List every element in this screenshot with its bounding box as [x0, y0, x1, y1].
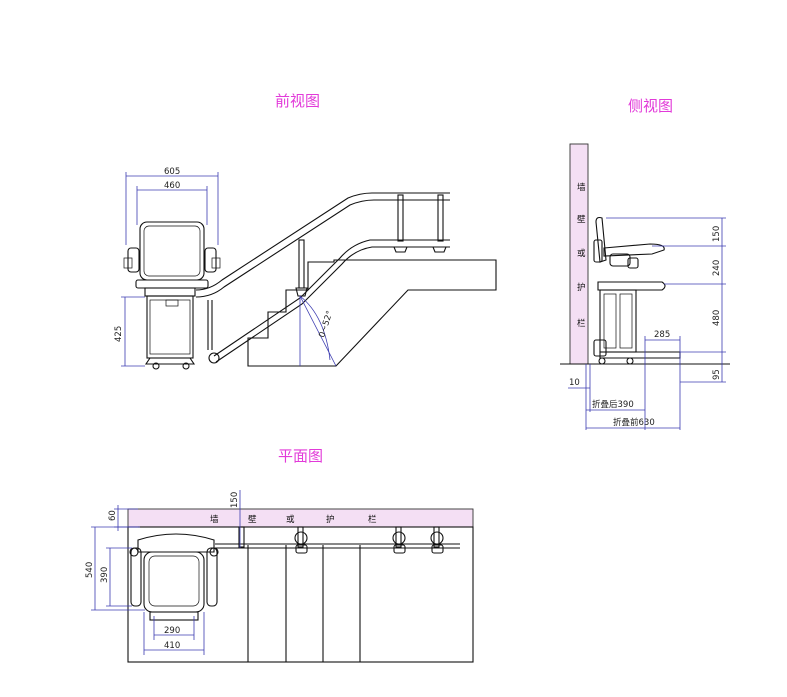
side-wall-char-5: 栏: [577, 318, 586, 329]
side-wall-char-3: 或: [577, 248, 586, 259]
plan-outer-depth-label: 540: [85, 562, 95, 578]
front-view-title: 前视图: [275, 92, 321, 110]
side-arm-height-label: 240: [712, 260, 722, 276]
side-footrest-depth-label: 285: [654, 330, 670, 340]
front-seat-height-label: 425: [114, 326, 124, 342]
side-footrest-depth-dimension: 285: [644, 330, 681, 430]
front-chair: [123, 221, 221, 370]
plan-footrest-width-label: 410: [164, 641, 180, 651]
front-width-dimensions: 605 460: [125, 167, 219, 245]
plan-seat-depth-label: 390: [100, 567, 110, 583]
front-staircase: [247, 259, 497, 367]
side-footrest-height-label: 95: [712, 369, 722, 380]
plan-wall-thickness-label: 60: [108, 510, 118, 521]
plan-wall-char-2: 壁: [248, 514, 257, 525]
front-outer-width-label: 605: [164, 167, 180, 177]
side-wall-char-4: 护: [577, 282, 586, 293]
side-wall-gap-label: 10: [569, 378, 580, 388]
side-bottom-dimensions: 10 折叠后390 折叠前630: [568, 364, 680, 430]
side-view-title: 侧视图: [628, 97, 674, 115]
plan-wall-char-4: 护: [326, 514, 335, 525]
side-unfolded-width-label: 折叠前630: [613, 417, 655, 428]
front-slope-label: 0~52°: [317, 310, 335, 339]
plan-chair: [129, 533, 219, 621]
plan-dimensions: 60 150 540 390 290 410: [85, 490, 241, 655]
side-folded-width-label: 折叠后390: [592, 399, 634, 410]
front-rail: [195, 192, 450, 364]
plan-wall: [127, 508, 474, 528]
front-slope-dimension: 0~52°: [299, 295, 337, 367]
plan-wall-char-1: 墙: [210, 514, 219, 525]
front-inner-width-label: 460: [164, 181, 180, 191]
side-right-dimensions: 150 240 480 95: [606, 217, 726, 383]
side-chair: [593, 216, 681, 365]
plan-rail-offset-label: 150: [230, 492, 240, 508]
side-seat-height-label: 480: [712, 310, 722, 326]
plan-wall-char-5: 栏: [368, 514, 377, 525]
side-wall-char-1: 墙: [577, 182, 586, 193]
plan-rail: [215, 526, 460, 554]
front-seat-height-dimension: 425: [114, 296, 145, 367]
plan-seat-width-label: 290: [164, 626, 180, 636]
side-back-height-label: 150: [712, 226, 722, 242]
plan-view-title: 平面图: [278, 447, 324, 465]
plan-view: 墙 壁 或 护 栏: [85, 490, 474, 663]
plan-wall-char-3: 或: [286, 514, 295, 525]
side-wall-char-2: 壁: [577, 214, 586, 225]
side-view: 墙 壁 或 护 栏: [560, 143, 730, 430]
front-view: 605 460 425: [114, 167, 497, 370]
